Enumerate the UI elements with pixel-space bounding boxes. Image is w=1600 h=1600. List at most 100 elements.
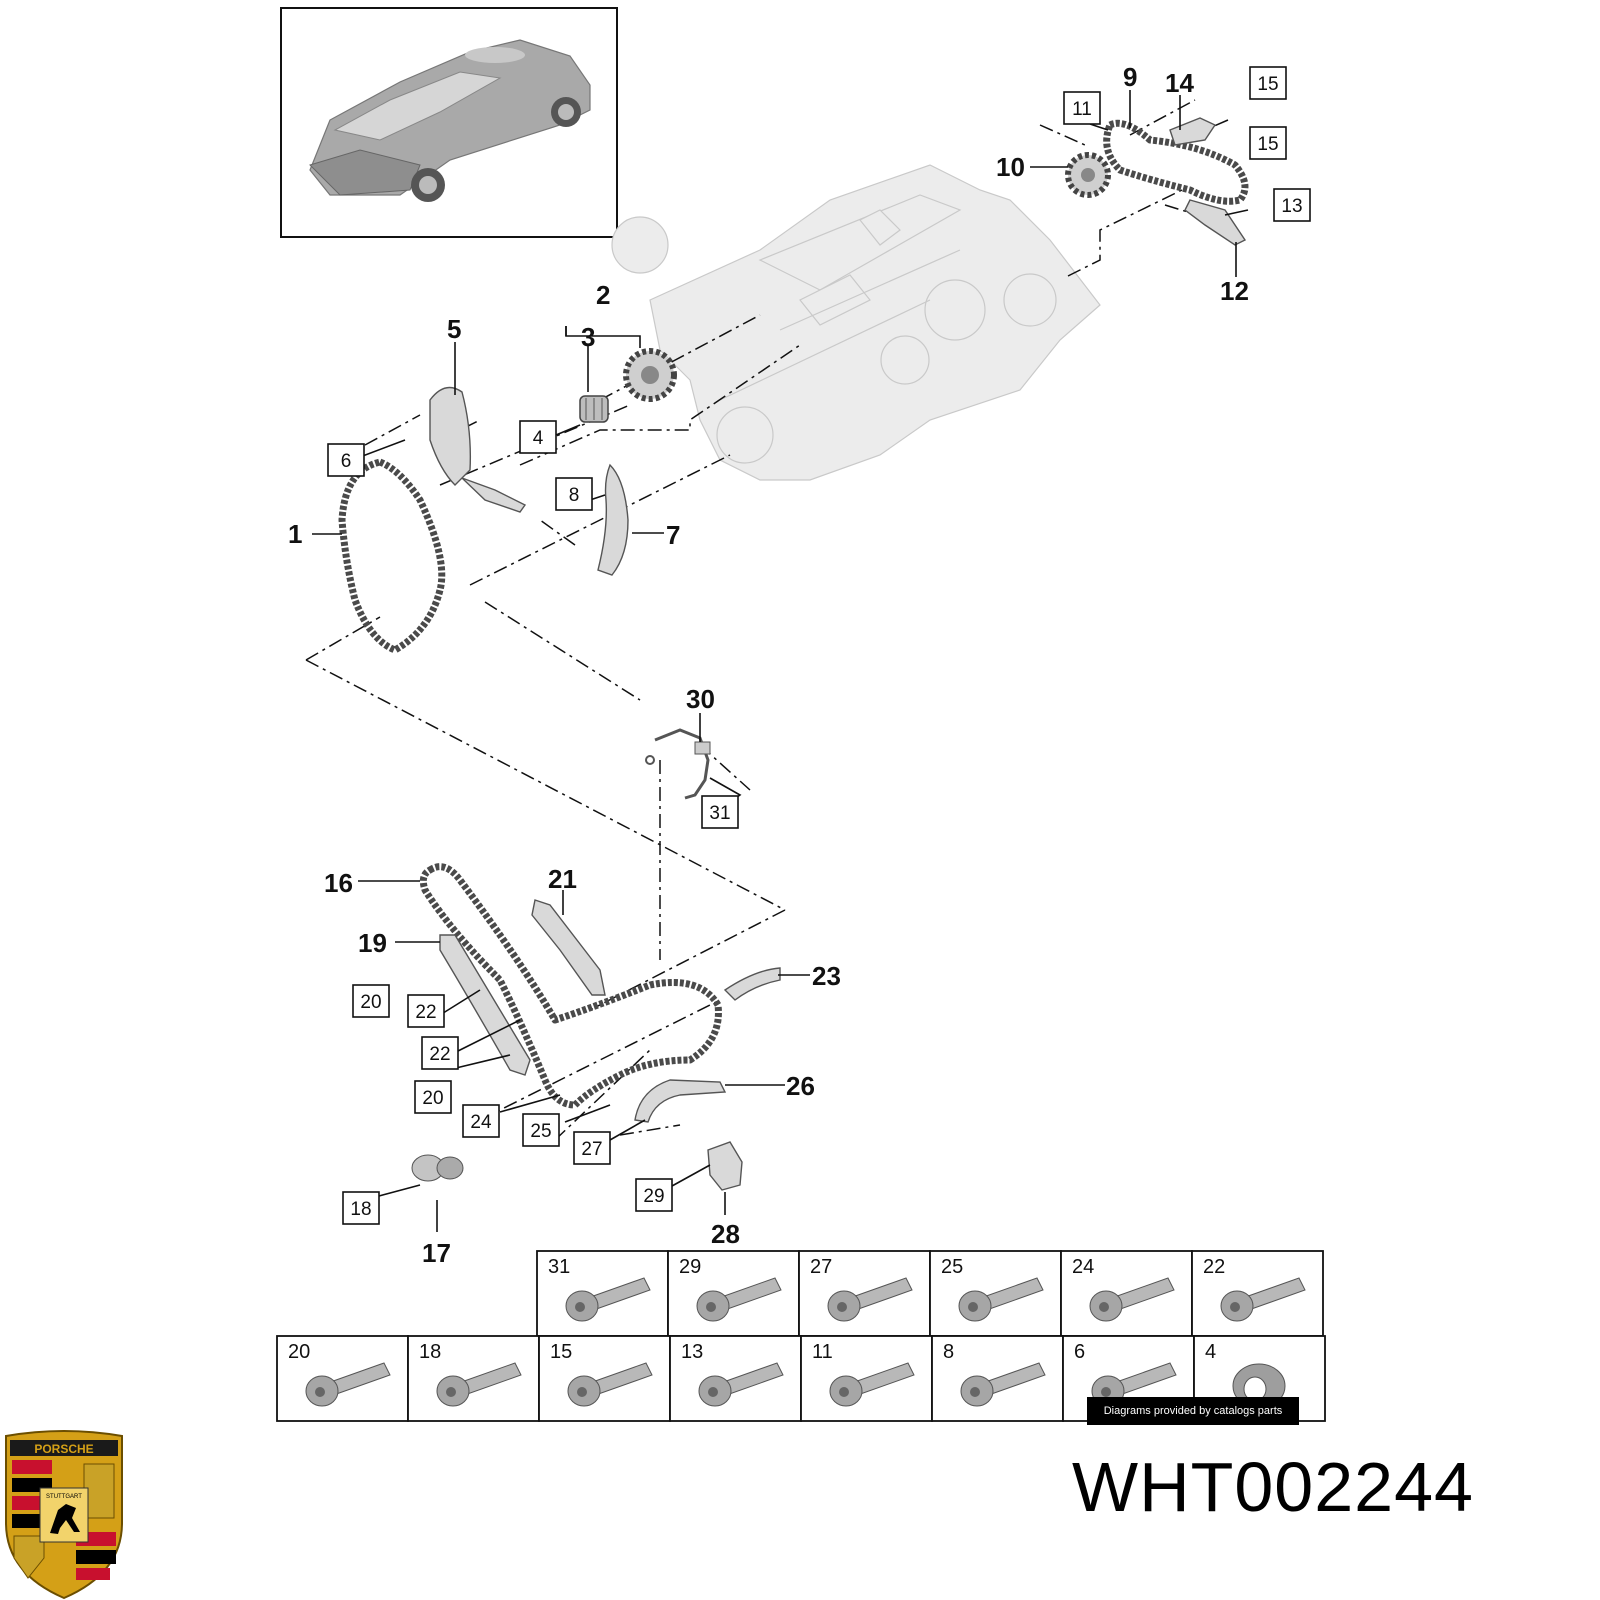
fastener-cell-15: 15	[538, 1335, 671, 1422]
callout-30: 30	[686, 684, 715, 714]
callout-28: 28	[711, 1219, 740, 1249]
part-9-cam-chain	[1103, 119, 1249, 205]
part-7-guide-rail	[597, 463, 629, 576]
fastener-label: 24	[1072, 1256, 1094, 1278]
callout-5: 5	[447, 314, 461, 344]
part-23-rail	[723, 967, 781, 1001]
fastener-cell-18: 18	[407, 1335, 540, 1422]
part-28-tensioner	[707, 1141, 743, 1191]
callout-16: 16	[324, 868, 353, 898]
box-callout-25: 25	[530, 1121, 551, 1142]
leader-lines	[312, 90, 1249, 1232]
callout-2: 2	[596, 280, 610, 310]
fastener-label: 22	[1203, 1256, 1225, 1278]
box-callout-8: 8	[569, 485, 580, 506]
box-callout-22b: 22	[429, 1044, 450, 1065]
bolt-icon	[958, 1277, 1044, 1322]
callout-10: 10	[996, 152, 1025, 182]
part-3-bushing	[579, 395, 609, 423]
part-2-sprocket	[623, 348, 677, 402]
fastener-cell-27: 27	[798, 1250, 931, 1337]
bolt-icon	[1089, 1277, 1175, 1322]
part-5-tensioner-rail	[429, 386, 527, 513]
fastener-table: 31 29 27 25 24 22 20 18 15 13 11 8 6 4	[276, 1250, 1326, 1422]
fastener-label: 6	[1074, 1341, 1085, 1363]
fastener-label: 25	[941, 1256, 963, 1278]
callout-23: 23	[812, 961, 841, 991]
part-10-cam-sprocket	[1065, 152, 1111, 198]
callout-14: 14	[1165, 68, 1194, 98]
box-callout-27: 27	[581, 1139, 602, 1160]
porsche-crest-logo: PORSCHE STUTTGART	[5, 1430, 123, 1600]
box-callout-11: 11	[1072, 99, 1092, 120]
bolt-icon	[696, 1277, 782, 1322]
bolt-icon	[567, 1362, 653, 1407]
callout-7: 7	[666, 520, 680, 550]
fastener-label: 4	[1205, 1341, 1216, 1363]
callout-9: 9	[1123, 62, 1137, 92]
fastener-cell-13: 13	[669, 1335, 802, 1422]
fastener-cell-20: 20	[276, 1335, 409, 1422]
bolt-icon	[829, 1362, 915, 1407]
fastener-label: 8	[943, 1341, 954, 1363]
box-callout-24: 24	[470, 1112, 492, 1133]
part-number: WHT002244	[1072, 1448, 1474, 1526]
part-14-tensioner	[1169, 117, 1217, 146]
callout-26: 26	[786, 1071, 815, 1101]
svg-text:PORSCHE: PORSCHE	[34, 1442, 93, 1456]
fastener-cell-11: 11	[800, 1335, 933, 1422]
box-callout-31: 31	[709, 803, 730, 824]
bolt-icon	[565, 1277, 651, 1322]
part-26-tensioner-rail	[634, 1079, 727, 1123]
bolt-icon	[305, 1362, 391, 1407]
callout-17: 17	[422, 1238, 451, 1268]
fastener-label: 18	[419, 1341, 441, 1363]
box-callout-15a: 15	[1257, 74, 1278, 95]
fastener-label: 15	[550, 1341, 572, 1363]
part-30-oil-pipe	[645, 728, 711, 800]
box-callout-13: 13	[1281, 196, 1302, 217]
fastener-cell-24: 24	[1060, 1250, 1193, 1337]
fastener-cell-29: 29	[667, 1250, 800, 1337]
bolt-icon	[436, 1362, 522, 1407]
part-12-guide	[1184, 199, 1247, 246]
box-callout-29: 29	[643, 1186, 664, 1207]
engine-block	[611, 164, 1101, 481]
bolt-icon	[1220, 1277, 1306, 1322]
callout-19: 19	[358, 928, 387, 958]
box-callout-15b: 15	[1257, 134, 1278, 155]
box-callout-20a: 20	[360, 992, 381, 1013]
part-1-primary-chain	[338, 458, 446, 654]
bolt-icon	[960, 1362, 1046, 1407]
box-callout-4: 4	[533, 428, 544, 449]
callout-1: 1	[288, 519, 302, 549]
fastener-label: 29	[679, 1256, 701, 1278]
box-callout-18: 18	[350, 1199, 371, 1220]
fastener-cell-8: 8	[931, 1335, 1064, 1422]
box-callout-20b: 20	[422, 1088, 443, 1109]
callout-21: 21	[548, 864, 577, 894]
part-16-balance-chain	[419, 863, 722, 1109]
callout-3: 3	[581, 322, 595, 352]
part-21-guide-rail	[531, 899, 606, 996]
box-callout-22a: 22	[415, 1002, 436, 1023]
part-19-guide-rail	[439, 934, 531, 1076]
fastener-label: 13	[681, 1341, 703, 1363]
callout-numbers: 1 2 3 5 7 9 10 12 14 16 17 19 21 23 26 2…	[288, 62, 1249, 1268]
diagram-credit: Diagrams provided by catalogs parts	[1087, 1397, 1299, 1425]
fastener-label: 27	[810, 1256, 832, 1278]
fastener-cell-25: 25	[929, 1250, 1062, 1337]
bolt-icon	[827, 1277, 913, 1322]
fastener-label: 20	[288, 1341, 310, 1363]
fastener-label: 11	[812, 1341, 833, 1363]
bolt-icon	[698, 1362, 784, 1407]
fastener-label: 31	[548, 1256, 570, 1278]
part-17-shaft	[411, 1154, 464, 1182]
fastener-cell-31: 31	[536, 1250, 669, 1337]
svg-text:STUTTGART: STUTTGART	[46, 1494, 82, 1500]
callout-12: 12	[1220, 276, 1249, 306]
box-callout-6: 6	[341, 451, 352, 472]
vehicle-thumbnail	[280, 7, 618, 238]
boxed-callouts: 4 6 8 11 13 15 15 18 20 20 22 22 24 25 2…	[327, 66, 1311, 1225]
